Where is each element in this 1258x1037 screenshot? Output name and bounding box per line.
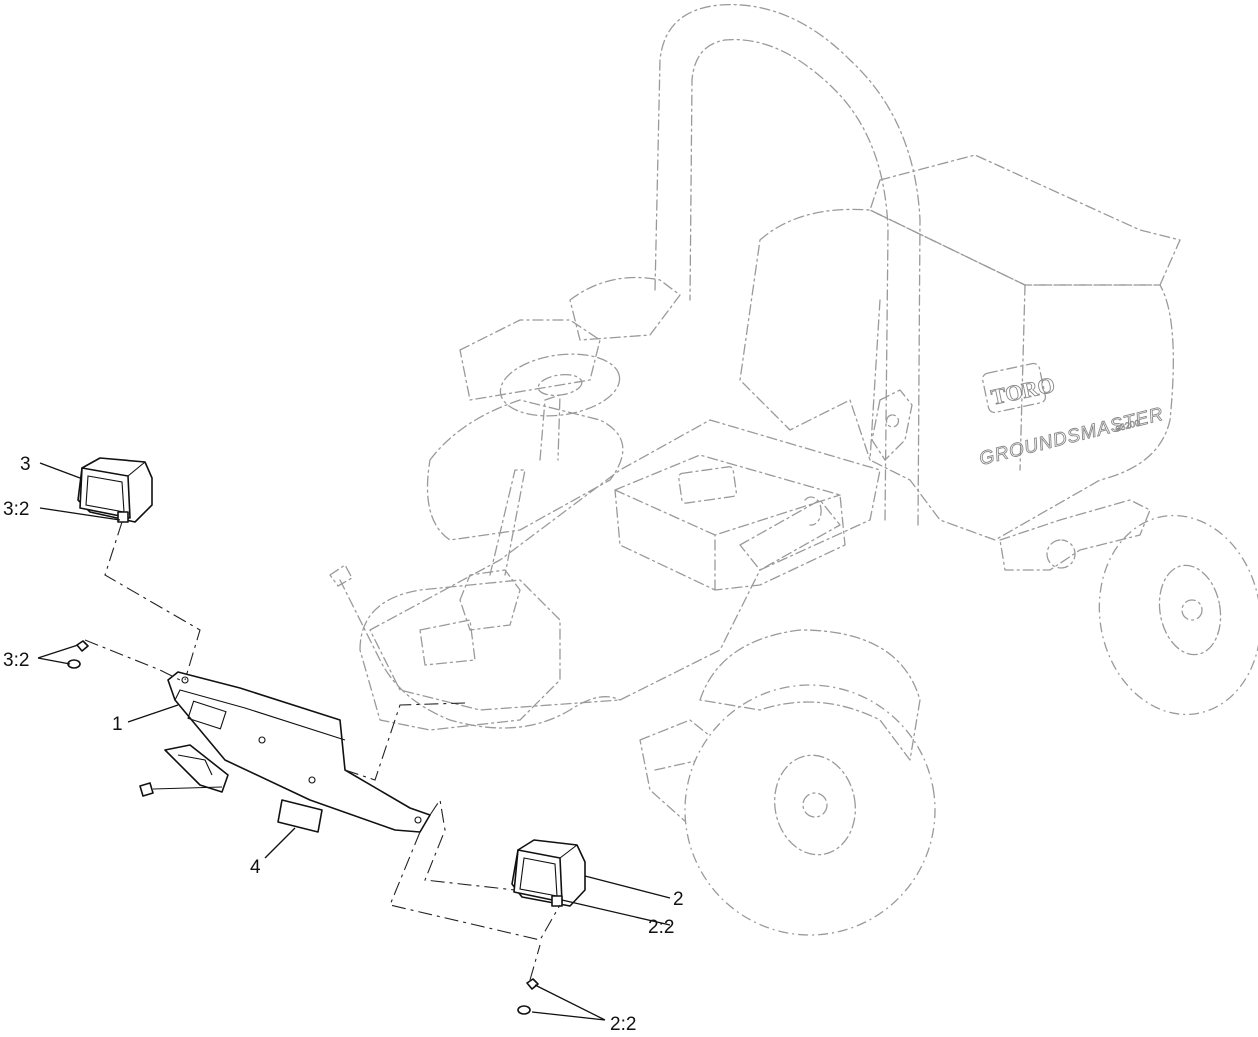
control-box [614, 454, 846, 591]
front-wheel [684, 684, 936, 936]
fan-vent [678, 466, 737, 504]
rops-roll-bar [654, 3, 921, 526]
hood-top [869, 154, 1181, 286]
right-nuts [517, 978, 539, 1015]
callout-labels: 3 3:2 3:2 1 4 2 2:2 2:2 [3, 454, 684, 1035]
left-nuts [67, 640, 89, 669]
callout-2: 2 [673, 889, 684, 910]
steering-column [539, 394, 561, 461]
callout-3: 3 [20, 454, 31, 475]
callout-3-2-nuts: 3:2 [3, 650, 29, 671]
rear-wheel [1098, 514, 1258, 716]
callout-4: 4 [250, 857, 261, 878]
operator-platform [369, 419, 881, 711]
joystick-boot [459, 469, 526, 631]
seat [426, 276, 681, 541]
callout-3-2-top: 3:2 [3, 499, 29, 520]
callout-2-2-light: 2:2 [648, 917, 674, 938]
rear-axle [999, 499, 1151, 571]
left-headlight [77, 457, 153, 523]
svg-text:TORO: TORO [989, 372, 1057, 410]
callout-1: 1 [112, 714, 123, 735]
battery-cylinder [739, 496, 841, 571]
callout-2-2-nuts: 2:2 [610, 1014, 636, 1035]
mount-plate-bolt [139, 744, 229, 797]
dashboard [459, 319, 601, 401]
svg-text:GROUNDSMASTER: GROUNDSMASTER [977, 404, 1166, 470]
front-fender [699, 629, 921, 761]
leader-lines [37, 462, 671, 1021]
steering-wheel [499, 353, 621, 417]
hood-panel-edge [869, 284, 1026, 471]
decal-plate [277, 799, 323, 833]
hood-latch [871, 389, 913, 461]
front-apron [359, 579, 561, 731]
hood-body [739, 208, 1174, 541]
explode-lines [84, 521, 561, 981]
right-headlight [511, 839, 586, 907]
hood-decal: TORO GROUNDSMASTER e3200 [977, 362, 1166, 470]
mower-outline: TORO GROUNDSMASTER e3200 [329, 3, 1258, 936]
wiring-harness [339, 579, 621, 729]
